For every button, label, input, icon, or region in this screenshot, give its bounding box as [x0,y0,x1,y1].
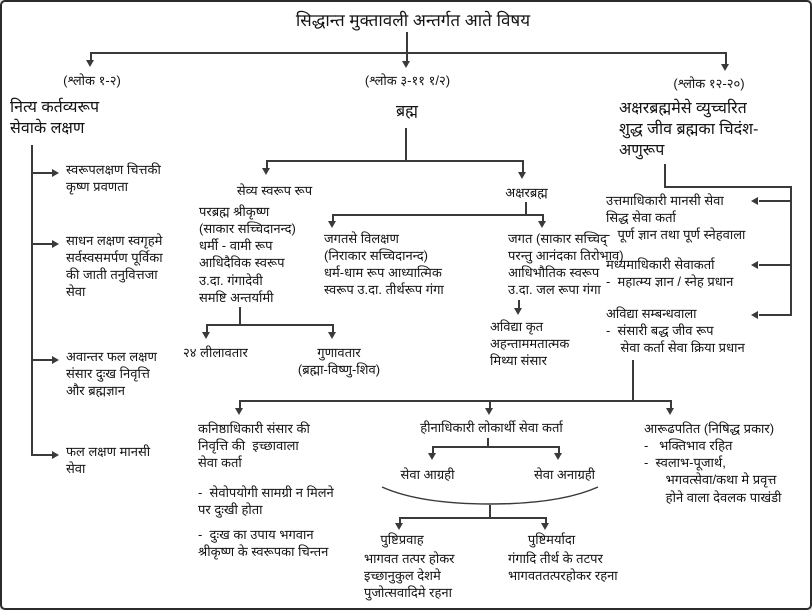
right-heading: अक्षरब्रह्ममेसे व्युच्चरित शुद्ध जीव ब्र… [619,100,759,159]
connector-line [525,202,527,214]
avatara-lila: २४ लीलावतार [183,345,248,360]
connector-line [725,52,727,65]
arrow-right-icon [52,169,59,177]
pushtipravah-label: पुष्टिप्रवाह [380,532,424,547]
connector-line [759,264,790,266]
pushtipravah-desc: भागवत तत्पर होकर इच्छानुकुल देशमे पुजोत्… [364,551,455,601]
connector-line [558,446,560,454]
connector-line [332,214,544,216]
connector-line [31,172,53,174]
shloka-middle-label: (श्लोक ३-११ १/२) [364,73,451,88]
connector-line [518,300,520,309]
connector-line [522,160,524,173]
connector-line [632,360,634,400]
jagat-block: जगत (साकार सच्चिद् परन्तु आनंदका तिरोभाव… [508,231,624,298]
avidya-block: अविद्या कृत अहन्ताममतात्मक मिथ्या संसार [490,319,570,369]
arrow-down-icon [541,523,549,530]
right-item-madhyam: मध्यमाधिकारी सेवाकर्ता - महात्म्य ज्ञान … [606,257,734,290]
arrow-down-icon [402,61,410,68]
arrow-down-icon [328,332,336,339]
connector-line [31,243,53,245]
right-item-avidya: अविद्या सम्बन्धवाला - संसारी बद्ध जीव रू… [606,306,745,356]
heena-label: हीनाधिकारी लोकार्थी सेवा कर्ता [420,420,563,435]
connector-line [670,400,672,409]
brace-icon [381,486,599,505]
arrow-down-icon [235,408,243,415]
shloka-right-label: (श्लोक १२-२०) [673,76,745,91]
connector-line [405,128,407,160]
arrow-left-icon [751,311,758,319]
connector-line [90,52,727,54]
arrow-down-icon [485,408,493,415]
connector-line [206,324,208,333]
connector-line [239,400,672,402]
arrow-right-icon [52,451,59,459]
connector-line [399,517,401,524]
connector-line [239,400,241,409]
arrow-down-icon [554,453,562,460]
connector-line [31,359,53,361]
parabrahma-block: परब्रह्म श्रीकृष्ण (साकार सच्चिदानन्द) ध… [199,204,296,305]
left-heading: नित्य कर्तव्यरूप सेवाके लक्षण [10,99,100,137]
page-title: सिद्धान्त मुक्तावली अन्तर्गत आते विषय [295,11,531,30]
connector-line [406,32,408,62]
left-item-svarupa: स्वरूपलक्षण चित्तकी कृष्ण प्रवणता [66,162,161,195]
right-item-uttam: उत्तमाधिकारी मानसी सेवा सिद्ध सेवा कर्ता… [606,193,746,243]
connector-line [399,517,547,519]
arrow-down-icon [666,408,674,415]
connector-line [266,160,268,169]
arrow-right-icon [52,240,59,248]
connector-line [332,324,334,333]
connector-line [545,517,547,524]
brahma-heading: ब्रह्म [396,103,418,120]
left-item-sadhana: साधन लक्षण स्वगृहमे सर्वस्वसमर्पण पूर्वि… [66,233,163,300]
connector-line [266,160,524,162]
connector-line [759,314,790,316]
connector-line [432,446,434,454]
arrow-down-icon [721,64,729,71]
aarudh-block: आरूढपतित (निषिद्ध प्रकार) - भक्तिभाव रहि… [644,421,782,505]
kanishtha-note-2: - दुःख का उपाय भगवान श्रीकृष्ण के स्वरूप… [198,527,329,560]
arrow-down-icon [86,60,94,67]
connector-line [239,307,241,324]
connector-line [542,214,544,222]
arrow-down-icon [514,308,522,315]
kanishtha-block: कनिष्ठाधिकारी संसार की निवृत्ति की इच्छा… [198,421,310,471]
arrow-down-icon [202,332,210,339]
akshara-label: अक्षरब्रह्म [505,185,548,200]
connector-line [759,200,790,202]
seva-anagrahi-label: सेवा अनाग्रही [533,467,596,482]
seva-agrahi-label: सेवा आग्रही [400,467,455,482]
connector-line [206,324,334,326]
avatara-guna: गुणावतार (ब्रह्मा-विष्णु-शिव) [297,345,381,378]
sevya-label: सेव्य स्वरूप रूप [236,183,313,198]
arrow-left-icon [751,261,758,269]
arrow-down-icon [395,523,403,530]
pushtimaryada-label: पुष्टिमर्यादा [527,532,576,547]
connector-line [487,438,489,446]
left-item-phala: फल लक्षण मानसी सेवा [66,444,151,477]
connector-line [90,52,92,61]
connector-line [432,446,560,448]
arrow-down-icon [518,172,526,179]
connector-line [489,400,491,409]
kanishtha-note-1: - सेवोपयोगी सामग्री न मिलने पर दुःखी होत… [198,485,334,518]
arrow-down-icon [328,221,336,228]
connector-line [664,186,792,188]
arrow-down-icon [428,453,436,460]
arrow-down-icon [538,221,546,228]
pushtimaryada-desc: गंगादि तीर्थ के तटपर भागवततत्परहोकर रहना [508,551,618,584]
left-item-avantara: अवान्तर फल लक्षण संसार दुःख निवृत्ति और … [66,349,157,399]
connector-line [332,214,334,222]
arrow-right-icon [52,356,59,364]
connector-line [31,145,33,455]
connector-line [489,505,491,517]
connector-line [31,454,53,456]
jagatse-block: जगतसे विलक्षण (निराकार सच्चिदानन्द) धर्म… [324,231,444,298]
arrow-left-icon [751,197,758,205]
arrow-down-icon [262,168,270,175]
connector-line [664,164,666,186]
connector-line [790,186,792,316]
shloka-left-label: (श्लोक १-२) [63,73,121,88]
